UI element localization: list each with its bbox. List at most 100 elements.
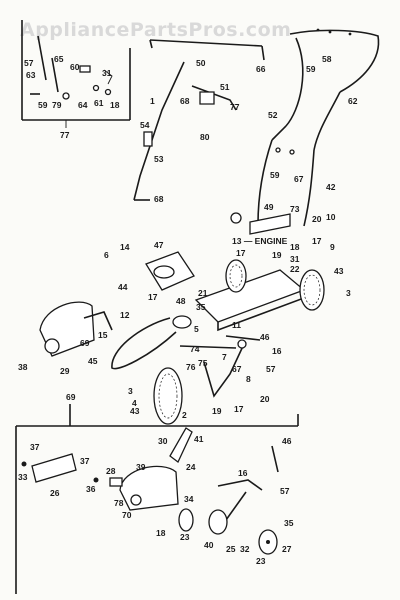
callout-1: 1 — [150, 96, 155, 106]
callout-24: 24 — [186, 462, 196, 472]
callout-67: 67 — [294, 174, 304, 184]
callout-53: 53 — [154, 154, 164, 164]
callout-52: 52 — [268, 110, 278, 120]
callout-31: 31 — [102, 68, 112, 78]
callout-50: 50 — [196, 58, 206, 68]
callout-17: 17 — [148, 292, 158, 302]
wheel-43-right — [299, 269, 325, 311]
inset-box-69 — [15, 404, 299, 594]
callout-25: 25 — [226, 544, 236, 554]
callout-30: 30 — [158, 436, 168, 446]
callout-32: 32 — [240, 544, 250, 554]
callout-14: 14 — [120, 242, 130, 252]
lower-handle-42 — [257, 125, 315, 227]
callout-33: 33 — [18, 472, 28, 482]
watermark: AppliancePartsPros.com — [20, 19, 291, 41]
callout-35: 35 — [196, 302, 206, 312]
callout-29: 29 — [60, 366, 70, 376]
callout-74: 74 — [190, 344, 200, 354]
callout-75: 75 — [198, 358, 208, 368]
callout-80: 80 — [200, 132, 210, 142]
callout-39: 39 — [136, 462, 146, 472]
frame-11 — [194, 269, 306, 332]
callout-15: 15 — [98, 330, 108, 340]
wheel-23a — [178, 508, 194, 532]
callout-59: 59 — [38, 100, 48, 110]
callout-36: 36 — [86, 484, 96, 494]
callout-3: 3 — [346, 288, 351, 298]
callout-78: 78 — [114, 498, 124, 508]
callout-20: 20 — [312, 214, 322, 224]
callout-57: 57 — [24, 58, 34, 68]
callout-18: 18 — [290, 242, 300, 252]
callout-23: 23 — [180, 532, 190, 542]
callout-8: 8 — [246, 374, 251, 384]
engine-mount — [230, 212, 291, 235]
callout-16: 16 — [272, 346, 282, 356]
cable-68 — [133, 61, 185, 201]
callout-37: 37 — [80, 456, 90, 466]
callout-18: 18 — [156, 528, 166, 538]
callout-18: 18 — [110, 100, 120, 110]
callout-64: 64 — [78, 100, 88, 110]
callout-17: 17 — [312, 236, 322, 246]
callout-79: 79 — [52, 100, 62, 110]
lever-bracket-51 — [191, 85, 237, 111]
callout-16: 16 — [238, 468, 248, 478]
callout-69: 69 — [80, 338, 90, 348]
callout-46: 46 — [260, 332, 270, 342]
callout-35: 35 — [284, 518, 294, 528]
callout-76: 76 — [186, 362, 196, 372]
callout-68: 68 — [180, 96, 190, 106]
callout-9: 9 — [330, 242, 335, 252]
callout-69: 69 — [66, 392, 76, 402]
callout-57: 57 — [266, 364, 276, 374]
lever-41 — [169, 427, 193, 464]
callout-59: 59 — [270, 170, 280, 180]
callout-4: 4 — [132, 398, 137, 408]
callout-60: 60 — [70, 62, 80, 72]
callout-51: 51 — [220, 82, 230, 92]
belt-45 — [111, 317, 177, 370]
callout-63: 63 — [26, 70, 36, 80]
callout-5: 5 — [194, 324, 199, 334]
callout-34: 34 — [184, 494, 194, 504]
callout-43: 43 — [334, 266, 344, 276]
adjuster-assembly — [203, 335, 261, 398]
callout-66: 66 — [256, 64, 266, 74]
callout-61: 61 — [94, 98, 104, 108]
callout-19: 19 — [212, 406, 222, 416]
callout-37: 37 — [30, 442, 40, 452]
callout-49: 49 — [264, 202, 274, 212]
callout-77: 77 — [60, 130, 70, 140]
callout-7: 7 — [222, 352, 227, 362]
callout-6: 6 — [104, 250, 109, 260]
callout-20: 20 — [260, 394, 270, 404]
callout-3: 3 — [128, 386, 133, 396]
callout-23: 23 — [256, 556, 266, 566]
callout-11: 11 — [232, 320, 241, 330]
control-rod-50 — [149, 39, 265, 61]
shaft-26 — [31, 453, 77, 483]
callout-59: 59 — [306, 64, 316, 74]
wheel-43-front — [153, 367, 183, 425]
callout-28: 28 — [106, 466, 116, 476]
callout-27: 27 — [282, 544, 292, 554]
callout-10: 10 — [326, 212, 336, 222]
small-hardware — [21, 445, 279, 487]
callout-65: 65 — [54, 54, 64, 64]
callout-43: 43 — [130, 406, 140, 416]
engine-label: 13 — ENGINE — [232, 236, 288, 246]
pulley-5 — [172, 315, 192, 329]
inset-box-77 — [21, 20, 131, 128]
callout-22: 22 — [290, 264, 300, 274]
callout-31: 31 — [290, 254, 300, 264]
callout-38: 38 — [18, 362, 28, 372]
upper-handle-62 — [285, 28, 380, 151]
lever-part — [51, 57, 59, 93]
arm-edger — [208, 479, 263, 535]
callout-47: 47 — [154, 240, 164, 250]
callout-41: 41 — [194, 434, 204, 444]
wheel-rear-left — [225, 259, 247, 293]
